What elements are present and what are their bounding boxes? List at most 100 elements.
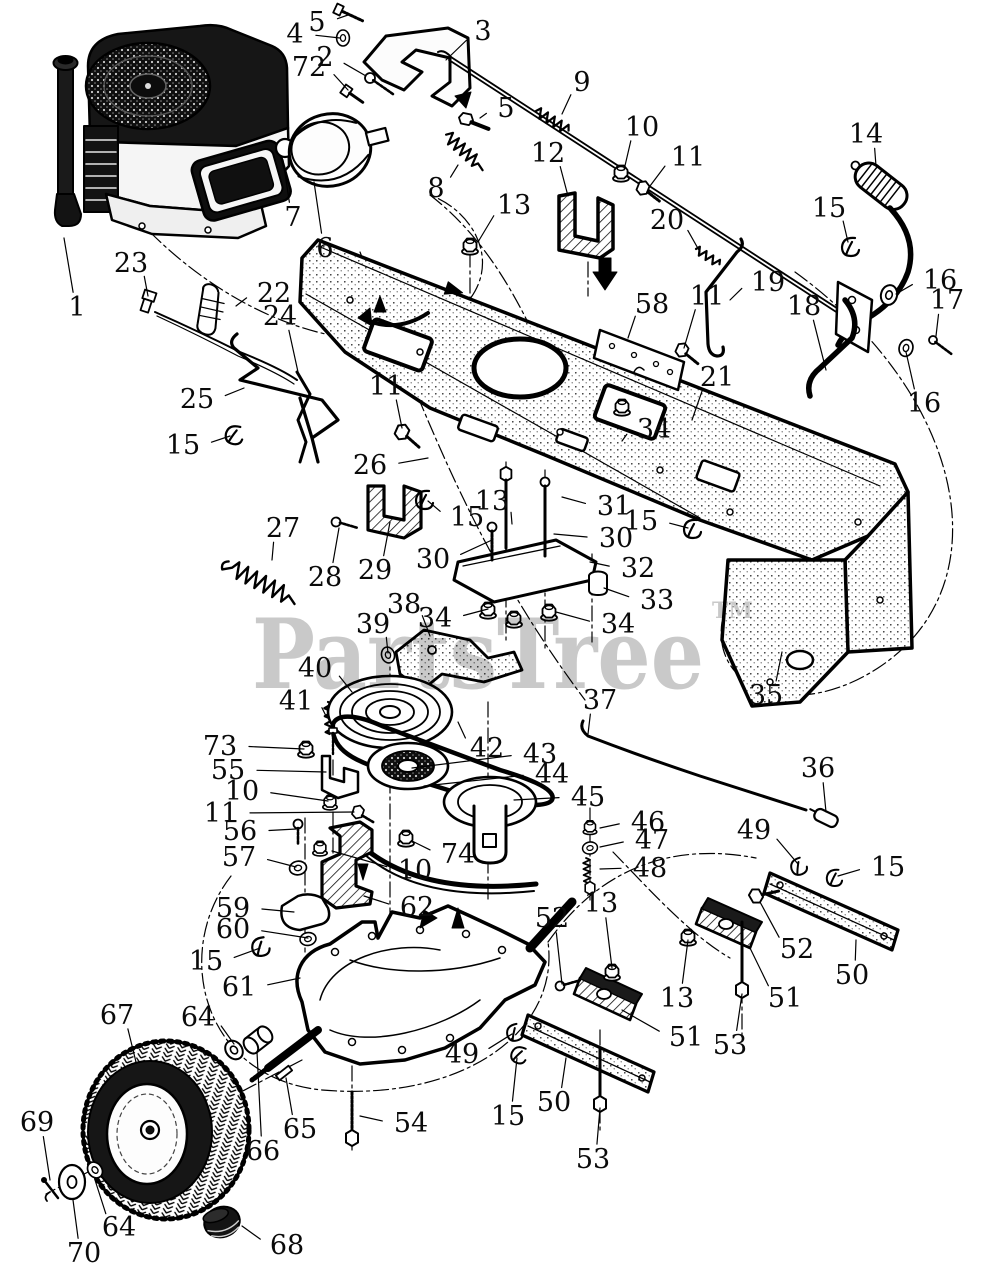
part-callout-46-94: 46 (631, 807, 665, 838)
part-callout-50-82: 50 (537, 1087, 571, 1118)
callout-leader-48 (599, 867, 622, 870)
axle-left (264, 1026, 322, 1072)
callout-leader-56 (268, 828, 297, 832)
part-callout-29-45: 29 (358, 555, 392, 586)
callout-leader-58 (627, 315, 636, 339)
ferrule-36 (809, 807, 839, 829)
callout-leader-72 (333, 74, 349, 91)
callout-leader-8 (449, 164, 459, 178)
part-callout-14-11: 14 (849, 119, 883, 150)
part-callout-58-22: 58 (635, 289, 669, 320)
part-callout-4-1: 4 (286, 19, 303, 50)
callout-leader-34 (462, 608, 489, 617)
angle-arrow-transaxle (419, 909, 438, 929)
channel-51-lower (572, 967, 643, 1022)
callout-leader-23 (143, 275, 149, 297)
callout-leader-13 (605, 917, 613, 969)
part-callout-49-93: 49 (737, 815, 771, 846)
hardware-stack-46-47-48 (580, 820, 600, 896)
part-callout-15-29: 15 (166, 430, 200, 461)
cotter-pin-15 (682, 518, 703, 540)
part-callout-18-24: 18 (787, 291, 821, 322)
bolt-72 (339, 83, 365, 104)
transaxle-group (41, 897, 577, 1239)
callout-leader-15 (669, 522, 689, 529)
spring-9 (534, 107, 570, 133)
part-callout-16-27: 16 (907, 388, 941, 419)
callout-leader-15 (837, 869, 861, 877)
starter-motor (287, 112, 390, 188)
part-callout-13-87: 13 (660, 983, 694, 1014)
part-callout-40-50: 40 (298, 653, 332, 684)
spring-20 (694, 245, 722, 266)
flange-nut-74 (397, 829, 415, 848)
part-callout-15-81: 15 (491, 1101, 525, 1132)
callout-leader-40 (338, 675, 353, 693)
carriage-bolt-30 (486, 476, 551, 562)
watermark-text: PartsTree (252, 598, 704, 711)
callout-leader-47 (599, 841, 624, 848)
part-callout-44-54: 44 (535, 759, 569, 790)
washer-16-a (877, 282, 901, 308)
part-callout-54-79: 54 (394, 1108, 428, 1139)
part-callout-47-95: 47 (635, 825, 669, 856)
part-callout-66-77: 66 (246, 1136, 280, 1167)
part-callout-48-96: 48 (633, 853, 667, 884)
strap-59 (280, 893, 331, 932)
drive-belt-43 (330, 714, 555, 808)
callout-leader-30 (553, 533, 588, 538)
cotter-pin-15 (249, 935, 272, 959)
callout-leader-10 (331, 850, 388, 868)
callout-leader-55 (256, 769, 327, 773)
part-callout-27-43: 27 (266, 513, 300, 544)
bolt-11-lower (350, 803, 375, 824)
rod-24 (295, 370, 312, 464)
callout-leader-68 (241, 1225, 261, 1240)
flange-nut-13 (461, 237, 479, 256)
pin-69 (41, 1177, 60, 1202)
frame-hole-round (471, 336, 569, 400)
flange-nut-10 (321, 794, 339, 811)
axle-spacer-66 (242, 1025, 274, 1055)
cotter-pin-15 (223, 423, 246, 447)
frame-hole-a (362, 317, 434, 373)
callout-leader-20 (687, 229, 701, 253)
flange-nut-10b (311, 840, 329, 857)
callout-leader-32 (589, 561, 610, 567)
bolt-53-upper (735, 920, 749, 999)
callout-leader-25 (224, 387, 245, 397)
part-callout-35-49: 35 (749, 680, 783, 711)
callout-leader-3 (445, 39, 468, 61)
part-callout-34-42: 34 (601, 609, 635, 640)
callout-leader-53 (596, 1107, 601, 1145)
callout-leader-37 (587, 713, 591, 735)
callout-leader-60 (261, 930, 309, 939)
air-cleaner (190, 139, 292, 222)
callout-leader-13 (510, 511, 513, 525)
part-callout-15-13: 15 (812, 193, 846, 224)
part-callout-34-48: 34 (418, 603, 452, 634)
washer-60 (298, 930, 318, 948)
part-callout-61-70: 61 (222, 972, 256, 1003)
screw-52-lower (554, 979, 582, 992)
part-callout-39-47: 39 (356, 609, 390, 640)
part-callout-33-41: 33 (640, 585, 674, 616)
callout-leader-38 (421, 615, 431, 637)
part-callout-49-80: 49 (445, 1039, 479, 1070)
part-callout-59-67: 59 (216, 893, 250, 924)
callout-leader-62 (363, 895, 390, 905)
clutch-rod-19 (704, 237, 744, 358)
part-callout-50-88: 50 (835, 960, 869, 991)
callout-leader-16 (895, 283, 913, 295)
callout-leader-11 (649, 165, 666, 187)
callout-leader-15 (842, 220, 849, 243)
part-callout-31-36: 31 (597, 491, 631, 522)
callout-leader-17 (935, 313, 940, 337)
screw-2 (364, 72, 395, 96)
mid-hardware (220, 465, 703, 629)
bolt-11-top (634, 178, 661, 203)
callout-leader-30 (460, 539, 493, 556)
drag-bar-50-lower (520, 1013, 656, 1094)
